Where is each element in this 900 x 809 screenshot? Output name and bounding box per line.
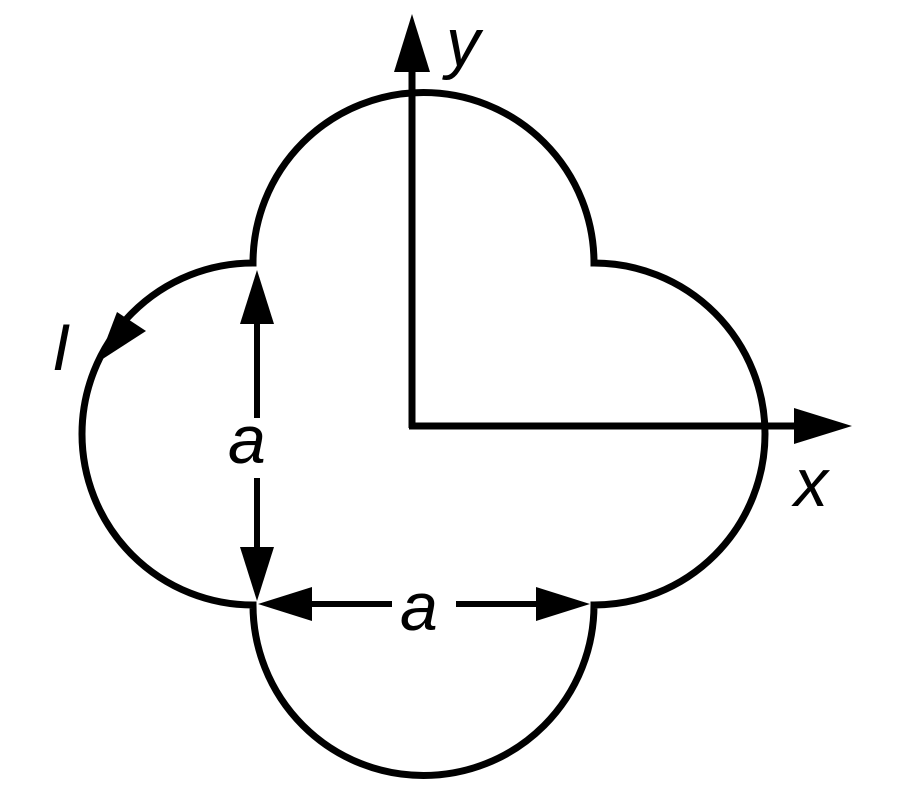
- x-axis-label: x: [791, 445, 830, 521]
- vertical-dimension-arrowhead-down: [240, 547, 274, 601]
- y-axis-label: y: [442, 5, 484, 81]
- vertical-dimension-arrowhead-up: [240, 270, 274, 324]
- current-direction-arrowhead: [98, 312, 146, 362]
- horizontal-dimension-arrowhead-right: [536, 587, 590, 621]
- loop-wire: [78, 89, 769, 779]
- vertical-dimension-label: a: [228, 402, 266, 478]
- horizontal-dimension-arrowhead-left: [258, 587, 312, 621]
- horizontal-dimension-label: a: [400, 569, 438, 645]
- x-axis-arrowhead: [794, 408, 852, 444]
- current-label: I: [52, 310, 70, 384]
- y-axis-arrowhead: [394, 14, 430, 72]
